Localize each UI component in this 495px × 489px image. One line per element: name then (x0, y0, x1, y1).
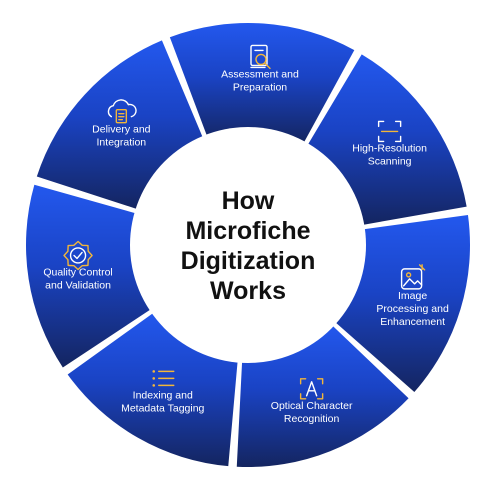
image-edit-icon (400, 264, 426, 290)
magnifier-document-icon (250, 44, 271, 70)
segment-5 (67, 312, 238, 467)
gear-check-icon (63, 240, 93, 271)
center-circle (130, 127, 366, 363)
scan-frame-icon (377, 120, 402, 143)
ocr-text-icon (299, 378, 324, 400)
title-line-2: Microfiche (185, 217, 310, 245)
segment-6 (25, 184, 152, 368)
segment-1 (169, 22, 355, 144)
segment-3 (334, 215, 470, 393)
title-line-4: Works (210, 277, 286, 305)
wheel-segments (25, 22, 470, 467)
title-line-1: How (222, 187, 275, 215)
list-icon (152, 370, 175, 387)
wheel-icons (63, 44, 426, 400)
title-line-3: Digitization (181, 247, 316, 275)
cloud-document-icon (107, 99, 137, 124)
